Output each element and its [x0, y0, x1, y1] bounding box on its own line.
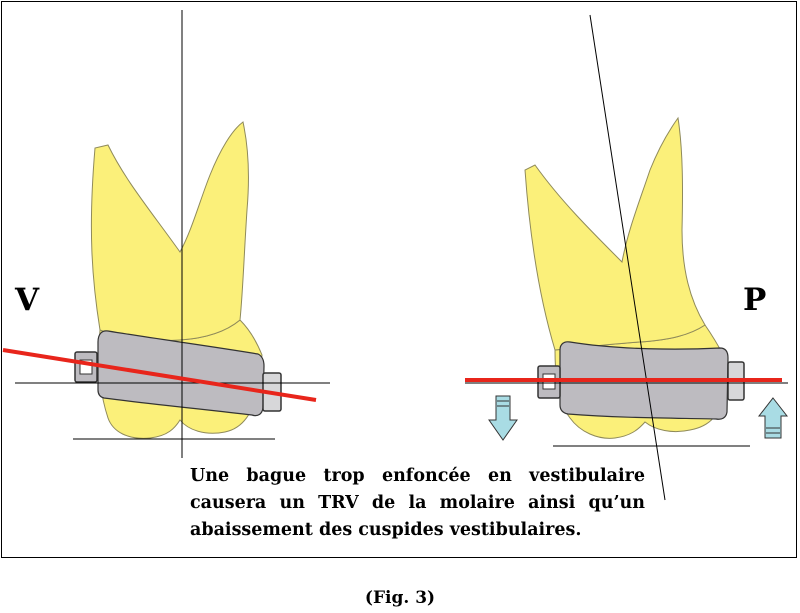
left-molar-root — [90, 121, 249, 341]
right-molar — [524, 116, 745, 439]
caption: Une bague trop enfoncée en vestibulaire … — [190, 463, 645, 544]
right-tilted-axis — [589, 14, 666, 501]
arrow-down-icon — [488, 395, 518, 441]
left-bracket-buccal — [74, 351, 98, 383]
figure-label: (Fig. 3) — [364, 588, 436, 608]
label-vestibular: V — [15, 282, 40, 318]
caption-line-1: Une bague trop enfoncée en vestibulaire — [190, 466, 645, 486]
caption-line-3: abaissement des cuspides vestibulaires. — [190, 520, 582, 540]
caption-line-2: causera un TRV de la molaire ainsi qu’un — [190, 493, 645, 513]
arrow-up-icon — [757, 397, 789, 439]
right-molar-root — [524, 116, 706, 351]
left-band-tilt-line — [2, 348, 317, 402]
label-palatal: P — [743, 282, 767, 318]
